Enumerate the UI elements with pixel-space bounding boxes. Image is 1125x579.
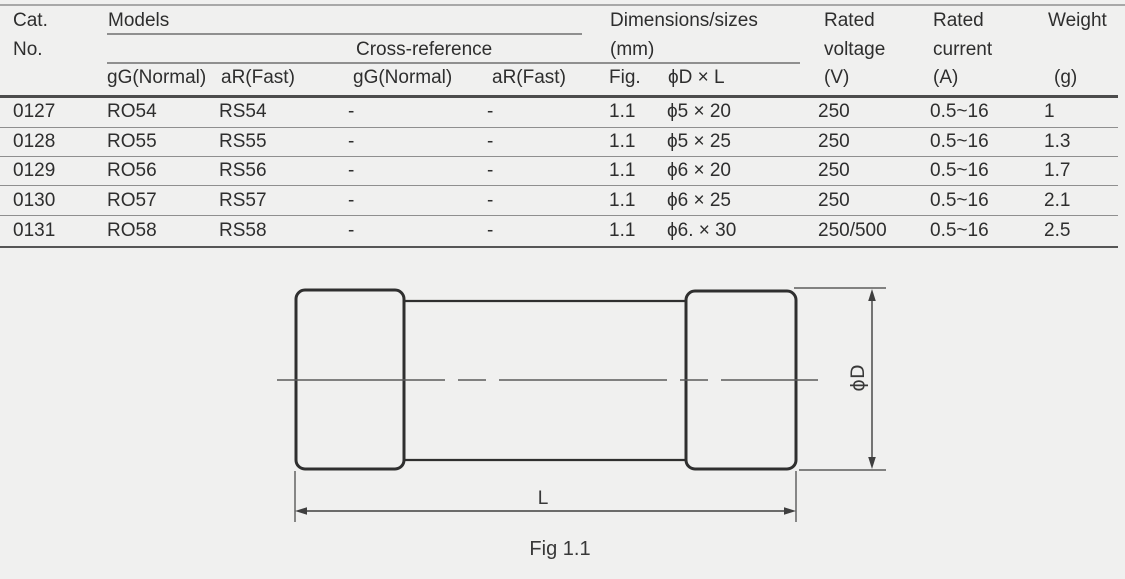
len-arrowhead-left <box>295 507 307 515</box>
cell-weight: 1.7 <box>1044 160 1071 181</box>
cell-dimensions: ϕ6 × 20 <box>667 160 731 181</box>
cell-cross-ar: - <box>487 219 494 241</box>
cell-cross-ar: - <box>487 160 494 181</box>
header-v-unit: (V) <box>824 67 850 88</box>
cell-cat-no: 0128 <box>13 131 56 152</box>
cell-voltage: 250 <box>818 160 850 181</box>
cell-weight: 2.1 <box>1044 189 1071 211</box>
len-arrowhead-right <box>784 507 796 515</box>
cell-cat-no: 0129 <box>13 160 56 181</box>
cell-fig: 1.1 <box>609 219 636 241</box>
cell-dimensions: ϕ5 × 25 <box>667 131 731 152</box>
header-voltage: voltage <box>824 39 886 60</box>
cell-cross-gg: - <box>348 189 355 211</box>
cell-model-ar: RS58 <box>219 219 267 241</box>
dia-arrowhead-bottom <box>868 457 876 469</box>
cell-cat-no: 0127 <box>13 101 56 123</box>
cell-model-ar: RS56 <box>219 160 267 181</box>
table-top-rule <box>0 4 1125 6</box>
cell-weight: 1.3 <box>1044 131 1071 152</box>
header-weight: Weight <box>1048 10 1107 31</box>
cell-voltage: 250/500 <box>818 219 887 241</box>
cell-dimensions: ϕ5 × 20 <box>667 101 731 123</box>
crossref-underline <box>107 62 800 64</box>
table-row: 0131 RO58 RS58 - - 1.1 ϕ6. × 30 250/500 … <box>0 216 1118 248</box>
cell-model-gg: RO55 <box>107 131 157 152</box>
cell-current: 0.5~16 <box>930 160 989 181</box>
header-fig: Fig. <box>609 67 641 88</box>
figure-caption: Fig 1.1 <box>529 538 590 560</box>
cell-cat-no: 0131 <box>13 219 56 241</box>
models-underline <box>107 33 582 35</box>
fuse-technical-drawing: ϕD L Fig 1.1 <box>277 287 886 560</box>
cell-model-gg: RO57 <box>107 189 157 211</box>
cell-voltage: 250 <box>818 189 850 211</box>
header-dia-x-l: ϕD × L <box>668 67 725 88</box>
header-models: Models <box>108 10 170 31</box>
cell-current: 0.5~16 <box>930 189 989 211</box>
cell-fig: 1.1 <box>609 160 636 181</box>
cell-weight: 1 <box>1044 101 1055 123</box>
table-row: 0129 RO56 RS56 - - 1.1 ϕ6 × 20 250 0.5~1… <box>0 157 1118 186</box>
cell-model-ar: RS55 <box>219 131 267 152</box>
cell-cross-gg: - <box>348 101 355 123</box>
header-gg-normal: gG(Normal) <box>107 67 207 88</box>
table-row: 0127 RO54 RS54 - - 1.1 ϕ5 × 20 250 0.5~1… <box>0 98 1118 128</box>
cell-voltage: 250 <box>818 131 850 152</box>
cell-model-ar: RS57 <box>219 189 267 211</box>
cell-cross-gg: - <box>348 219 355 241</box>
cell-weight: 2.5 <box>1044 219 1071 241</box>
cell-model-gg: RO54 <box>107 101 157 123</box>
table-row: 0128 RO55 RS55 - - 1.1 ϕ5 × 25 250 0.5~1… <box>0 128 1118 157</box>
header-dimensions: Dimensions/sizes <box>610 10 758 31</box>
header-a-unit: (A) <box>933 67 959 88</box>
cell-fig: 1.1 <box>609 131 636 152</box>
header-cat: Cat. <box>13 10 48 31</box>
cell-model-gg: RO58 <box>107 219 157 241</box>
cell-model-gg: RO56 <box>107 160 157 181</box>
cell-cross-ar: - <box>487 189 494 211</box>
cell-cross-ar: - <box>487 101 494 123</box>
header-ar-fast: aR(Fast) <box>221 67 295 88</box>
cell-current: 0.5~16 <box>930 131 989 152</box>
header-cross-reference: Cross-reference <box>356 39 493 60</box>
cell-cross-ar: - <box>487 131 494 152</box>
cell-cross-gg: - <box>348 131 355 152</box>
header-mm: (mm) <box>610 39 655 60</box>
cell-voltage: 250 <box>818 101 850 123</box>
cell-model-ar: RS54 <box>219 101 267 123</box>
cell-dimensions: ϕ6. × 30 <box>667 219 737 241</box>
cell-current: 0.5~16 <box>930 101 989 123</box>
cell-fig: 1.1 <box>609 101 636 123</box>
header-cross-ar-fast: aR(Fast) <box>492 67 566 88</box>
header-g-unit: (g) <box>1054 67 1078 88</box>
table-row: 0130 RO57 RS57 - - 1.1 ϕ6 × 25 250 0.5~1… <box>0 186 1118 216</box>
cell-cross-gg: - <box>348 160 355 181</box>
table-body: 0127 RO54 RS54 - - 1.1 ϕ5 × 20 250 0.5~1… <box>0 98 1118 248</box>
header-cross-gg-normal: gG(Normal) <box>353 67 453 88</box>
header-bottom-rule <box>0 95 1118 98</box>
cell-current: 0.5~16 <box>930 219 989 241</box>
header-rated-current: Rated <box>933 10 984 31</box>
cell-cat-no: 0130 <box>13 189 56 211</box>
header-no: No. <box>13 39 43 60</box>
header-current: current <box>933 39 993 60</box>
dia-arrowhead-top <box>868 289 876 301</box>
header-rated-voltage: Rated <box>824 10 875 31</box>
cell-fig: 1.1 <box>609 189 636 211</box>
cell-dimensions: ϕ6 × 25 <box>667 189 731 211</box>
diameter-label: ϕD <box>847 364 869 391</box>
length-label: L <box>538 488 549 509</box>
fuse-spec-table: Cat. No. Models Cross-reference gG(Norma… <box>0 0 1125 250</box>
